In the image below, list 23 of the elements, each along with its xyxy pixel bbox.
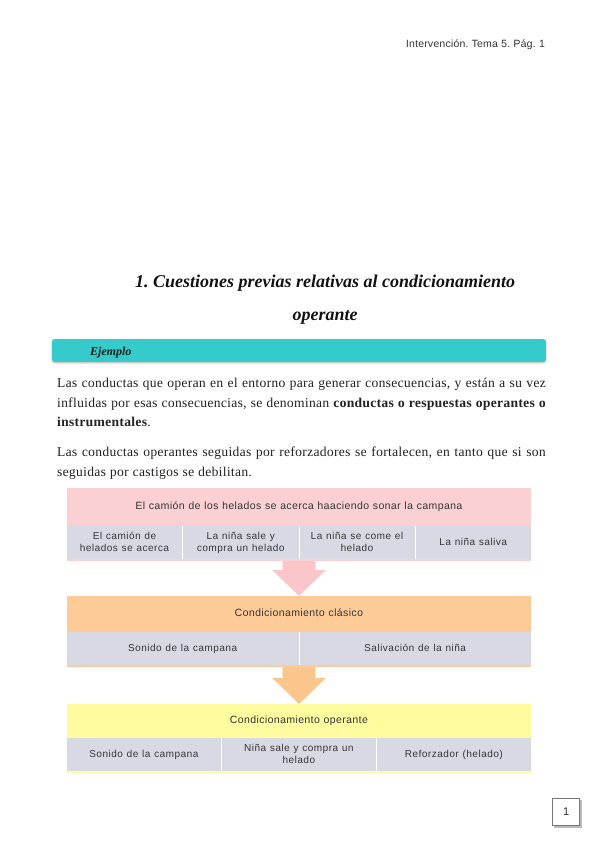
- section-banner: Ejemplo: [52, 339, 546, 362]
- page-header: Intervención. Tema 5. Pág. 1: [406, 37, 545, 52]
- block-arrow: [272, 561, 326, 596]
- block-heading: Condicionamiento operante: [228, 713, 370, 728]
- body-paragraph: Las conductas que operan en el entorno para generar consecuencias, y están a su vez influidas por esas consecuencias, se denominan conductas o respuestas operantes o instrumentales.: [57, 374, 546, 431]
- page-title: 1. Cuestiones previas relativas al condicionamiento operante: [134, 270, 516, 326]
- step-cell: La niña saliva: [416, 526, 531, 559]
- step-cell: Sonido de la campana: [67, 632, 300, 665]
- step-cell: Reforzador (helado): [377, 738, 531, 771]
- step-cell: El camión de helados se acerca: [67, 526, 184, 559]
- process-block: [67, 704, 531, 773]
- step-cell: La niña sale y compra un helado: [183, 526, 300, 559]
- process-block: [67, 488, 531, 561]
- block-heading: Condicionamiento clásico: [234, 606, 364, 622]
- step-cell: La niña se come el helado: [300, 526, 416, 559]
- body-paragraph: Las conductas operantes seguidas por reforzadores se fortalecen, en tanto que si son seguidas por castigos se debilitan.: [57, 443, 546, 481]
- step-cell: Niña sale y compra un helado: [222, 738, 377, 771]
- block-heading: El camión de los helados se acerca haaciendo sonar la campana: [134, 499, 464, 514]
- block-arrow: [272, 667, 326, 704]
- page-number-box: 1: [552, 798, 580, 826]
- process-block: [67, 596, 531, 667]
- step-cell: Sonido de la campana: [67, 738, 222, 771]
- step-cell: Salivación de la niña: [300, 632, 531, 665]
